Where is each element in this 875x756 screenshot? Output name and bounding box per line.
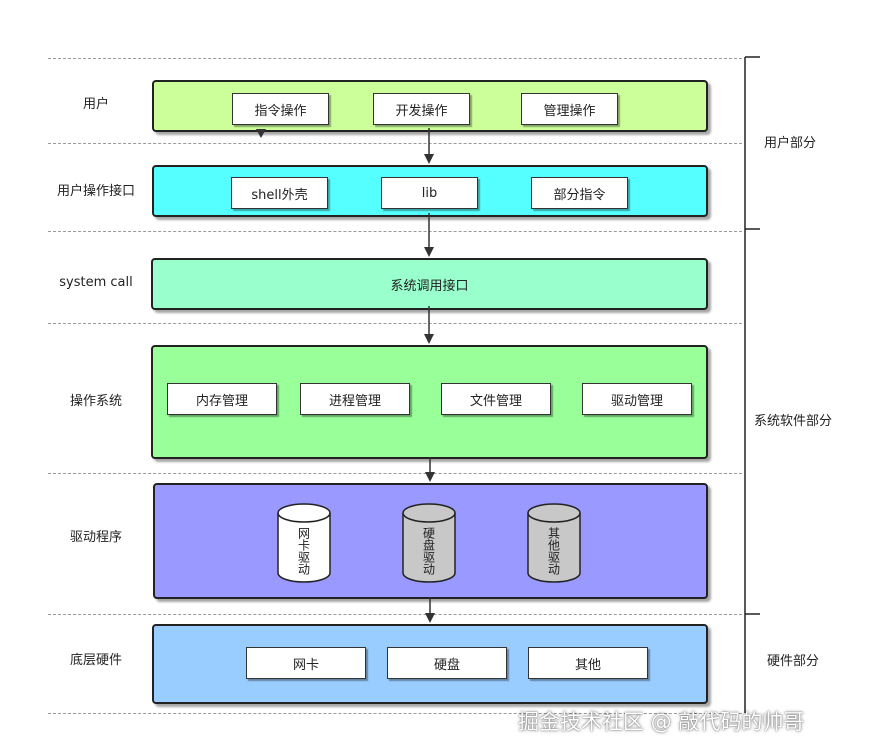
separator-line [48, 323, 742, 324]
separator-line [48, 143, 742, 144]
node-memory-management: 内存管理 [167, 383, 277, 415]
arrow-user-to-interface [424, 128, 434, 164]
row-label-system-call: system call [59, 275, 133, 290]
cylinder-label: 硬盘驱动 [421, 527, 436, 575]
node-management-operation: 管理操作 [521, 93, 618, 125]
row-label-operating-system: 操作系统 [69, 394, 122, 409]
row-label-user: 用户 [82, 97, 109, 112]
side-bracket [744, 56, 760, 713]
layer-user: 指令操作 开发操作 管理操作 [152, 80, 708, 132]
arrow-interface-to-syscall [424, 213, 434, 257]
arrow-small [256, 129, 266, 138]
cylinder-other-driver: 其他驱动 [527, 503, 581, 583]
cylinder-label: 其他驱动 [546, 527, 561, 575]
layer-system-call: 系统调用接口 [151, 258, 708, 310]
node-process-management: 进程管理 [300, 383, 410, 415]
cylinder-label: 网卡驱动 [296, 527, 311, 575]
separator-line [48, 473, 742, 474]
node-disk: 硬盘 [387, 647, 507, 679]
node-development-operation: 开发操作 [373, 93, 470, 125]
cylinder-nic-driver: 网卡驱动 [277, 503, 331, 583]
separator-line [48, 713, 742, 714]
arrow-drivers-to-hardware [425, 597, 435, 623]
layer-user-interface: shell外壳 lib 部分指令 [152, 165, 708, 217]
group-label-user-part: 用户部分 [763, 136, 816, 151]
cylinder-disk-driver: 硬盘驱动 [402, 503, 456, 583]
node-file-management: 文件管理 [441, 383, 551, 415]
node-lib: lib [381, 177, 478, 209]
group-label-system-software-part: 系统软件部分 [753, 414, 832, 429]
row-label-hardware: 底层硬件 [69, 653, 122, 668]
node-partial-commands: 部分指令 [531, 177, 628, 209]
group-label-hardware-part: 硬件部分 [766, 654, 819, 669]
node-shell: shell外壳 [231, 177, 328, 209]
separator-line [48, 231, 742, 232]
node-other: 其他 [528, 647, 648, 679]
node-nic: 网卡 [246, 647, 366, 679]
separator-line [48, 58, 742, 59]
row-label-drivers: 驱动程序 [69, 530, 122, 545]
arrow-syscall-to-os [424, 306, 434, 344]
separator-line [48, 614, 742, 615]
layer-operating-system: 内存管理 进程管理 文件管理 驱动管理 [151, 345, 708, 459]
node-driver-management: 驱动管理 [582, 383, 692, 415]
layer-hardware: 网卡 硬盘 其他 [152, 624, 708, 704]
row-label-user-interface: 用户操作接口 [56, 184, 135, 199]
node-command-operation: 指令操作 [232, 93, 329, 125]
watermark-text: 掘金技术社区 @ 敲代码的帅哥 [518, 710, 805, 734]
system-call-interface-text: 系统调用接口 [390, 278, 469, 294]
arrow-os-to-drivers [425, 457, 435, 482]
layer-drivers: 网卡驱动 硬盘驱动 其他驱动 [153, 483, 708, 599]
